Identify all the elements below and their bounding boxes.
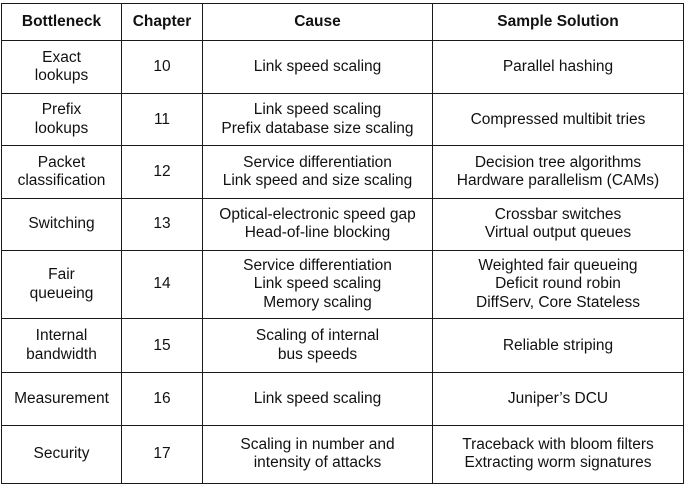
cause-line: Optical-electronic speed gap (219, 205, 416, 223)
bottleneck-line: Fair (48, 266, 75, 284)
bottleneck-line: bandwidth (26, 345, 97, 363)
cause-line: Link speed scaling (253, 57, 382, 75)
table-row: Measurement 16 Link speed scaling Juniper’s… (1, 372, 684, 426)
cause-cell: Link speed scaling (202, 39, 433, 95)
solution-line: Juniper’s DCU (507, 389, 609, 407)
solution-line: Extracting worm signatures (464, 454, 652, 472)
cause-line: bus speeds (277, 345, 358, 363)
bottleneck-table: Bottleneck Chapter Cause Sample Solution… (1, 3, 684, 485)
bottleneck-line: lookups (34, 119, 89, 137)
cause-line: Link speed scaling (253, 389, 382, 407)
solution-line: Decision tree algorithms (474, 153, 642, 171)
bottleneck-line: Exact (42, 48, 81, 66)
header-bottleneck: Bottleneck (1, 3, 122, 41)
solution-line: Crossbar switches (494, 205, 622, 223)
chapter-cell: 14 (121, 249, 203, 320)
cause-line: Link speed scaling (253, 275, 382, 293)
cause-cell: Link speed scaling (202, 372, 433, 426)
bottleneck-line: Security (33, 445, 90, 463)
solution-line: Traceback with bloom filters (462, 435, 654, 453)
solution-line: DiffServ, Core Stateless (476, 293, 640, 311)
solution-line: Parallel hashing (502, 57, 614, 75)
cause-line: Service differentiation (243, 256, 392, 274)
cause-line: Link speed scaling (253, 101, 382, 119)
cause-line: Service differentiation (243, 153, 392, 171)
cause-line: Link speed and size scaling (222, 172, 413, 190)
bottleneck-line: Measurement (14, 389, 109, 407)
header-row: Bottleneck Chapter Cause Sample Solution (1, 3, 684, 41)
solution-cell: Juniper’s DCU (432, 372, 684, 426)
header-cause: Cause (202, 3, 433, 41)
chapter-cell: 17 (121, 424, 203, 485)
solution-line: Hardware parallelism (CAMs) (456, 172, 660, 190)
header-sample-solution: Sample Solution (432, 3, 684, 41)
solution-line: Virtual output queues (484, 224, 632, 242)
bottleneck-cell: Security (1, 424, 122, 485)
chapter-cell: 11 (121, 93, 203, 147)
chapter-cell: 12 (121, 145, 203, 199)
chapter-cell: 15 (121, 318, 203, 374)
solution-line: Reliable striping (502, 336, 614, 354)
solution-line: Compressed multibit tries (470, 110, 646, 128)
bottleneck-line: Packet (37, 153, 86, 171)
chapter-cell: 10 (121, 39, 203, 95)
bottleneck-line: Prefix (41, 101, 82, 119)
bottleneck-line: queueing (29, 284, 94, 302)
cause-line: Scaling in number and (240, 435, 395, 453)
solution-cell: Reliable striping (432, 318, 684, 374)
cause-line: Head-of-line blocking (244, 224, 391, 242)
header-chapter: Chapter (121, 3, 203, 41)
bottleneck-line: lookups (34, 67, 89, 85)
cause-line: intensity of attacks (253, 454, 382, 472)
cause-line: Prefix database size scaling (221, 119, 414, 137)
cause-line: Memory scaling (263, 293, 372, 311)
chapter-cell: 16 (121, 372, 203, 426)
solution-cell: Compressed multibit tries (432, 93, 684, 147)
bottleneck-line: Internal (35, 327, 88, 345)
cause-line: Scaling of internal (255, 327, 380, 345)
bottleneck-line: classification (17, 172, 106, 190)
solution-line: Weighted fair queueing (478, 256, 638, 274)
bottleneck-cell: Measurement (1, 372, 122, 426)
chapter-cell: 13 (121, 197, 203, 251)
solution-cell: Parallel hashing (432, 39, 684, 95)
bottleneck-cell: Switching (1, 197, 122, 251)
bottleneck-line: Switching (28, 215, 95, 233)
solution-line: Deficit round robin (495, 275, 621, 293)
